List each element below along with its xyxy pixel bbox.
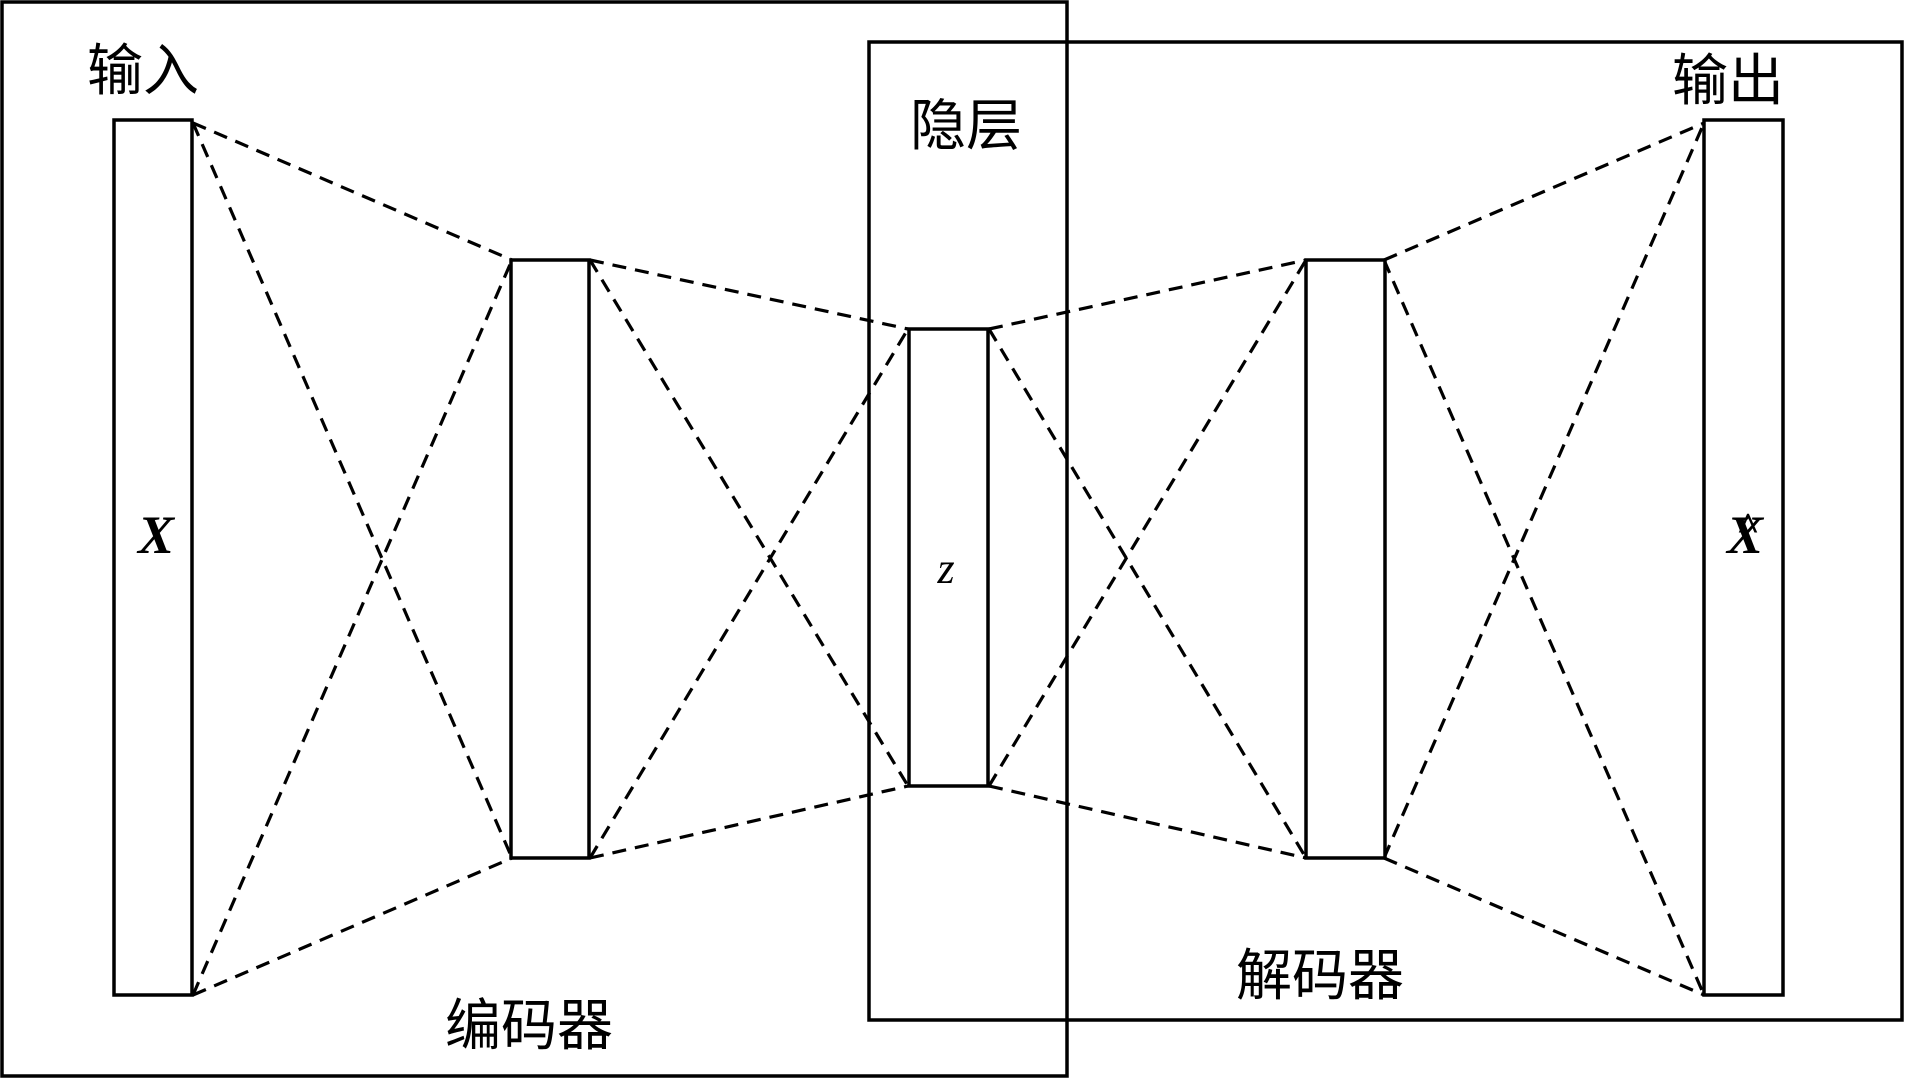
connection-line <box>988 258 1307 331</box>
connection-line <box>1382 122 1706 859</box>
latent-layer <box>907 327 990 788</box>
connection-line <box>191 259 514 996</box>
connection-line <box>192 121 513 262</box>
connection-line <box>1382 259 1706 996</box>
connections-decoder-output <box>1382 121 1706 997</box>
output-layer <box>1702 118 1785 997</box>
output-hat-symbol: ^ <box>1736 504 1759 549</box>
connections-latent-decoder <box>987 258 1308 860</box>
connections-encoder-latent <box>588 258 910 860</box>
connection-line <box>588 328 910 859</box>
connection-line <box>1383 121 1705 262</box>
hidden-label: 隐层 <box>910 94 1022 159</box>
latent-symbol: z <box>936 544 954 593</box>
input-symbol: X <box>136 505 176 565</box>
input-layer <box>112 118 194 997</box>
connections-input-encoder <box>191 121 514 997</box>
connection-line <box>1383 856 1705 997</box>
connection-line <box>987 259 1308 787</box>
connection-line <box>192 856 513 997</box>
encoder-label: 编码器 <box>445 994 613 1059</box>
connection-line <box>589 784 909 860</box>
encoder-hidden-layer <box>509 258 591 860</box>
decoder-frame <box>867 40 1904 1022</box>
connection-line <box>987 328 1308 859</box>
connection-line <box>589 258 909 331</box>
connection-line <box>988 784 1307 860</box>
output-label: 输出 <box>1672 49 1784 114</box>
connection-line <box>191 122 514 859</box>
decoder-label: 解码器 <box>1236 944 1404 1009</box>
connection-line <box>588 259 910 787</box>
decoder-hidden-layer <box>1304 258 1387 860</box>
output-symbol: X <box>1725 505 1765 565</box>
encoder-frame <box>0 0 1069 1078</box>
input-label: 输入 <box>87 39 199 104</box>
